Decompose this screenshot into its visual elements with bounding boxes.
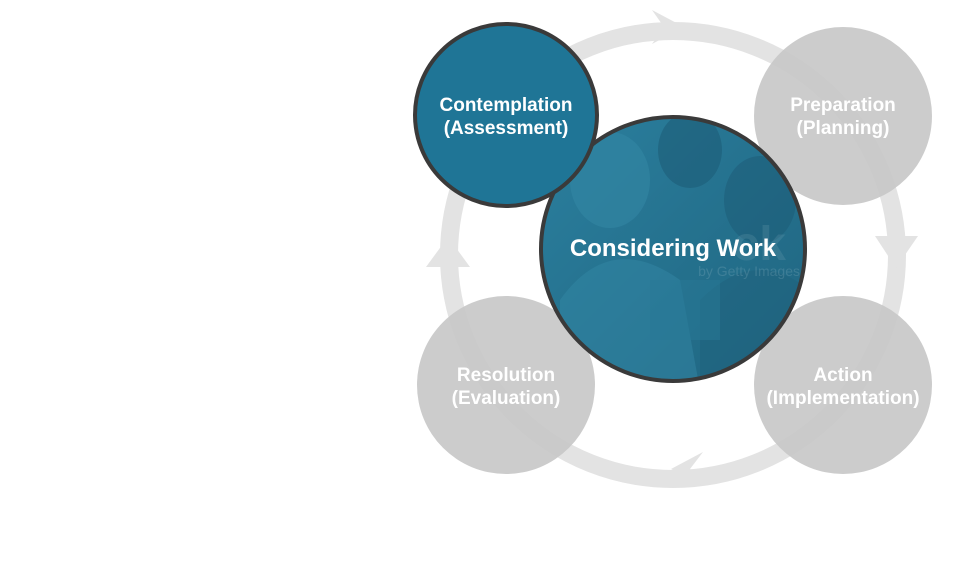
stage-preparation-line1: Preparation <box>790 95 896 116</box>
stage-resolution-line1: Resolution <box>457 365 555 386</box>
center-outline <box>539 115 807 383</box>
stage-contemplation-circle <box>413 22 599 208</box>
watermark-text: ck <box>733 218 787 271</box>
stage-preparation-line2: (Planning) <box>797 118 890 139</box>
stage-resolution-circle <box>417 296 595 474</box>
stage-resolution-line2: (Evaluation) <box>452 388 561 409</box>
stage-action-line2: (Implementation) <box>766 388 919 409</box>
stage-action-circle <box>754 296 932 474</box>
stage-preparation-circle <box>754 27 932 205</box>
stage-action-line1: Action <box>813 365 872 386</box>
center-label: Considering Work <box>570 235 777 262</box>
arrow-left-icon <box>426 237 470 267</box>
watermark-credit: by Getty Images <box>698 263 800 279</box>
stage-preparation[interactable]: Preparation (Planning) <box>754 27 932 205</box>
center-node[interactable]: ck by Getty Images Considering Work <box>539 112 820 390</box>
stage-action[interactable]: Action (Implementation) <box>754 296 932 474</box>
stage-resolution[interactable]: Resolution (Evaluation) <box>417 296 595 474</box>
arrow-right-icon <box>875 236 918 268</box>
stage-contemplation[interactable]: Contemplation (Assessment) <box>413 22 599 208</box>
stage-contemplation-line1: Contemplation <box>440 95 573 116</box>
stage-contemplation-line2: (Assessment) <box>444 118 569 139</box>
arrow-top-icon <box>652 10 684 44</box>
arrow-bottom-icon <box>671 452 703 486</box>
